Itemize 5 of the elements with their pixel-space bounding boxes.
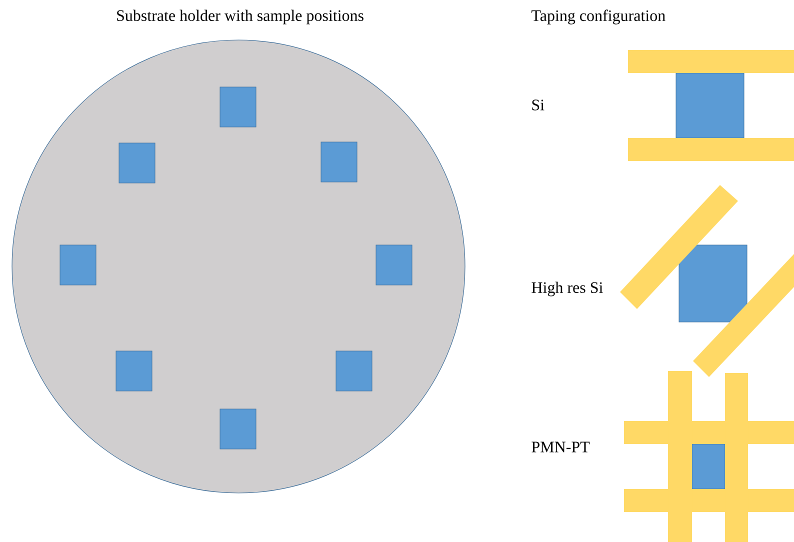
panel-title: Substrate holder with sample positions	[117, 10, 364, 24]
row-label: High res Si	[532, 282, 603, 296]
row-label: Si	[532, 100, 544, 110]
row-label: PMN-PT	[532, 442, 590, 452]
panel-title: Taping configuration	[532, 10, 666, 24]
